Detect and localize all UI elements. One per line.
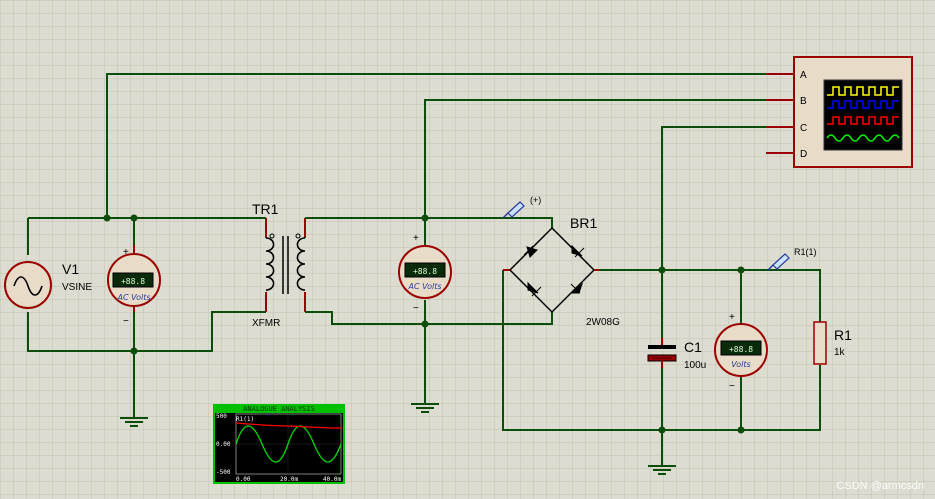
transformer-tr1[interactable]: TR1 XFMR (252, 201, 306, 329)
ac-voltmeter-2[interactable]: +88.8 AC Volts + − (398, 233, 452, 314)
meter-2-minus: − (413, 303, 419, 314)
meter-3-caption: Volts (731, 360, 750, 369)
ground-2 (411, 403, 439, 413)
ground-1 (120, 417, 148, 427)
graph-title: ANALOGUE ANALYSIS (243, 405, 315, 413)
meter-2-plus: + (413, 233, 419, 244)
voltage-probe-r1[interactable]: R1(1) (767, 247, 817, 271)
wires (27, 73, 821, 465)
scope-channel-a: A (800, 70, 807, 81)
analogue-analysis-graph[interactable]: ANALOGUE ANALYSIS R1(1) 500 0.00 -500 0.… (213, 404, 345, 484)
ground-3 (648, 465, 676, 475)
scope-trace-b (827, 100, 899, 109)
graph-trace-red (235, 422, 342, 429)
voltage-probe-plus[interactable]: (+) (502, 195, 541, 219)
meter-1-minus: − (123, 316, 129, 327)
v1-value: VSINE (62, 282, 92, 293)
scope-channel-b: B (800, 96, 807, 107)
scope-trace-c (827, 116, 899, 125)
meter-1-plus: + (123, 247, 129, 258)
scope-channel-d: D (800, 149, 807, 160)
scope-trace-a (827, 86, 899, 96)
sine-wave-icon (13, 276, 43, 296)
graph-y-tick-bot: -500 (216, 469, 231, 476)
graph-x-tick-0: 0.00 (236, 476, 251, 483)
capacitor-c1[interactable]: C1 100u (647, 338, 706, 371)
meter-3-display: +88.8 (729, 345, 753, 354)
graph-x-tick-1: 20.0m (280, 476, 298, 483)
graph-x-tick-2: 40.0m (323, 476, 341, 483)
watermark: CSDN @armcsdn (836, 480, 924, 492)
graph-trace-label: R1(1) (236, 416, 254, 423)
v1-ref: V1 (62, 261, 79, 277)
probe-r1-label: R1(1) (794, 247, 817, 257)
tr1-ref: TR1 (252, 201, 279, 217)
graph-y-tick-top: 500 (216, 413, 227, 420)
ac-voltmeter-1[interactable]: +88.8 AC Volts + − (107, 245, 161, 327)
bridge-rectifier-br1[interactable]: BR1 2W08G (503, 215, 620, 328)
junctions (103, 214, 745, 434)
meter-3-plus: + (729, 312, 735, 323)
meter-3-minus: − (729, 381, 735, 392)
meter-1-display: +88.8 (121, 277, 145, 286)
meter-2-caption: AC Volts (407, 282, 441, 291)
graph-y-tick-mid: 0.00 (216, 441, 231, 448)
br1-value: 2W08G (586, 317, 620, 328)
meter-1-caption: AC Volts (116, 293, 150, 302)
r1-ref: R1 (834, 327, 852, 343)
oscilloscope[interactable]: A B C D (766, 56, 913, 168)
c1-value: 100u (684, 360, 706, 371)
resistor-r1[interactable]: R1 1k (813, 321, 852, 365)
br1-ref: BR1 (570, 215, 597, 231)
scope-trace-d (826, 134, 900, 142)
dc-voltmeter[interactable]: +88.8 Volts + − (714, 312, 768, 392)
probe-plus-label: (+) (530, 195, 541, 205)
v1-source[interactable]: V1 VSINE (4, 261, 92, 309)
c1-ref: C1 (684, 339, 702, 355)
tr1-value: XFMR (252, 318, 280, 329)
r1-value: 1k (834, 347, 846, 358)
meter-2-display: +88.8 (413, 267, 437, 276)
scope-channel-c: C (800, 123, 807, 134)
graph-trace-green (235, 425, 342, 463)
